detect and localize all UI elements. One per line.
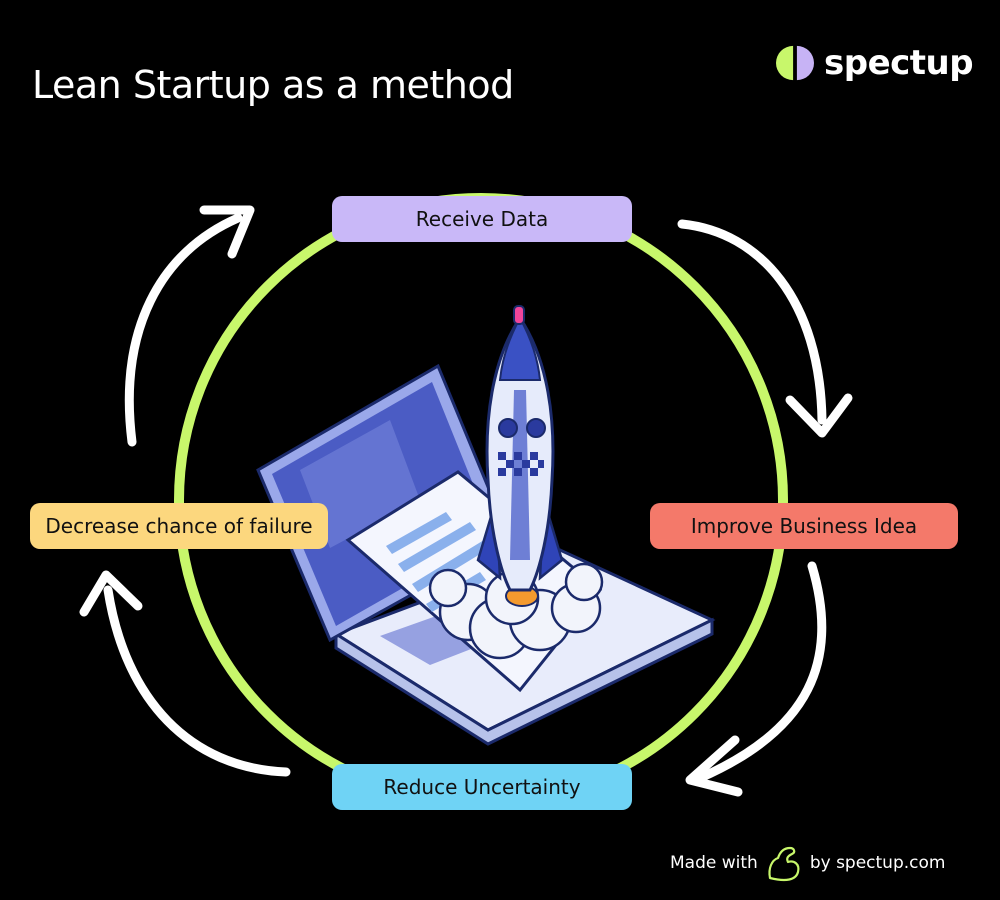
brand-name: spectup bbox=[824, 43, 974, 83]
footer-suffix: by spectup.com bbox=[809, 853, 946, 873]
curved-arrow-icon bbox=[79, 570, 291, 777]
footer-prefix: Made with bbox=[670, 853, 758, 873]
step-label: Reduce Uncertainty bbox=[383, 775, 581, 799]
rocket-laptop-illustration bbox=[256, 305, 716, 746]
step-receive-data: Receive Data bbox=[332, 196, 632, 242]
step-label: Decrease chance of failure bbox=[45, 514, 313, 538]
flexed-arm-icon bbox=[768, 846, 800, 882]
step-reduce-uncertainty: Reduce Uncertainty bbox=[332, 764, 632, 810]
step-decrease-chance-of-failure: Decrease chance of failure bbox=[30, 503, 328, 549]
page-title: Lean Startup as a method bbox=[32, 63, 514, 107]
step-label: Improve Business Idea bbox=[690, 514, 918, 538]
brand-logo[interactable]: spectup bbox=[776, 43, 974, 83]
curved-arrow-icon bbox=[677, 219, 853, 438]
step-label: Receive Data bbox=[415, 207, 549, 231]
curved-arrow-icon bbox=[685, 561, 827, 797]
spectup-logo-icon bbox=[776, 45, 814, 81]
curved-arrow-icon bbox=[124, 205, 255, 447]
step-improve-business-idea: Improve Business Idea bbox=[650, 503, 958, 549]
footer-credit[interactable]: Made with by spectup.com bbox=[670, 842, 945, 884]
